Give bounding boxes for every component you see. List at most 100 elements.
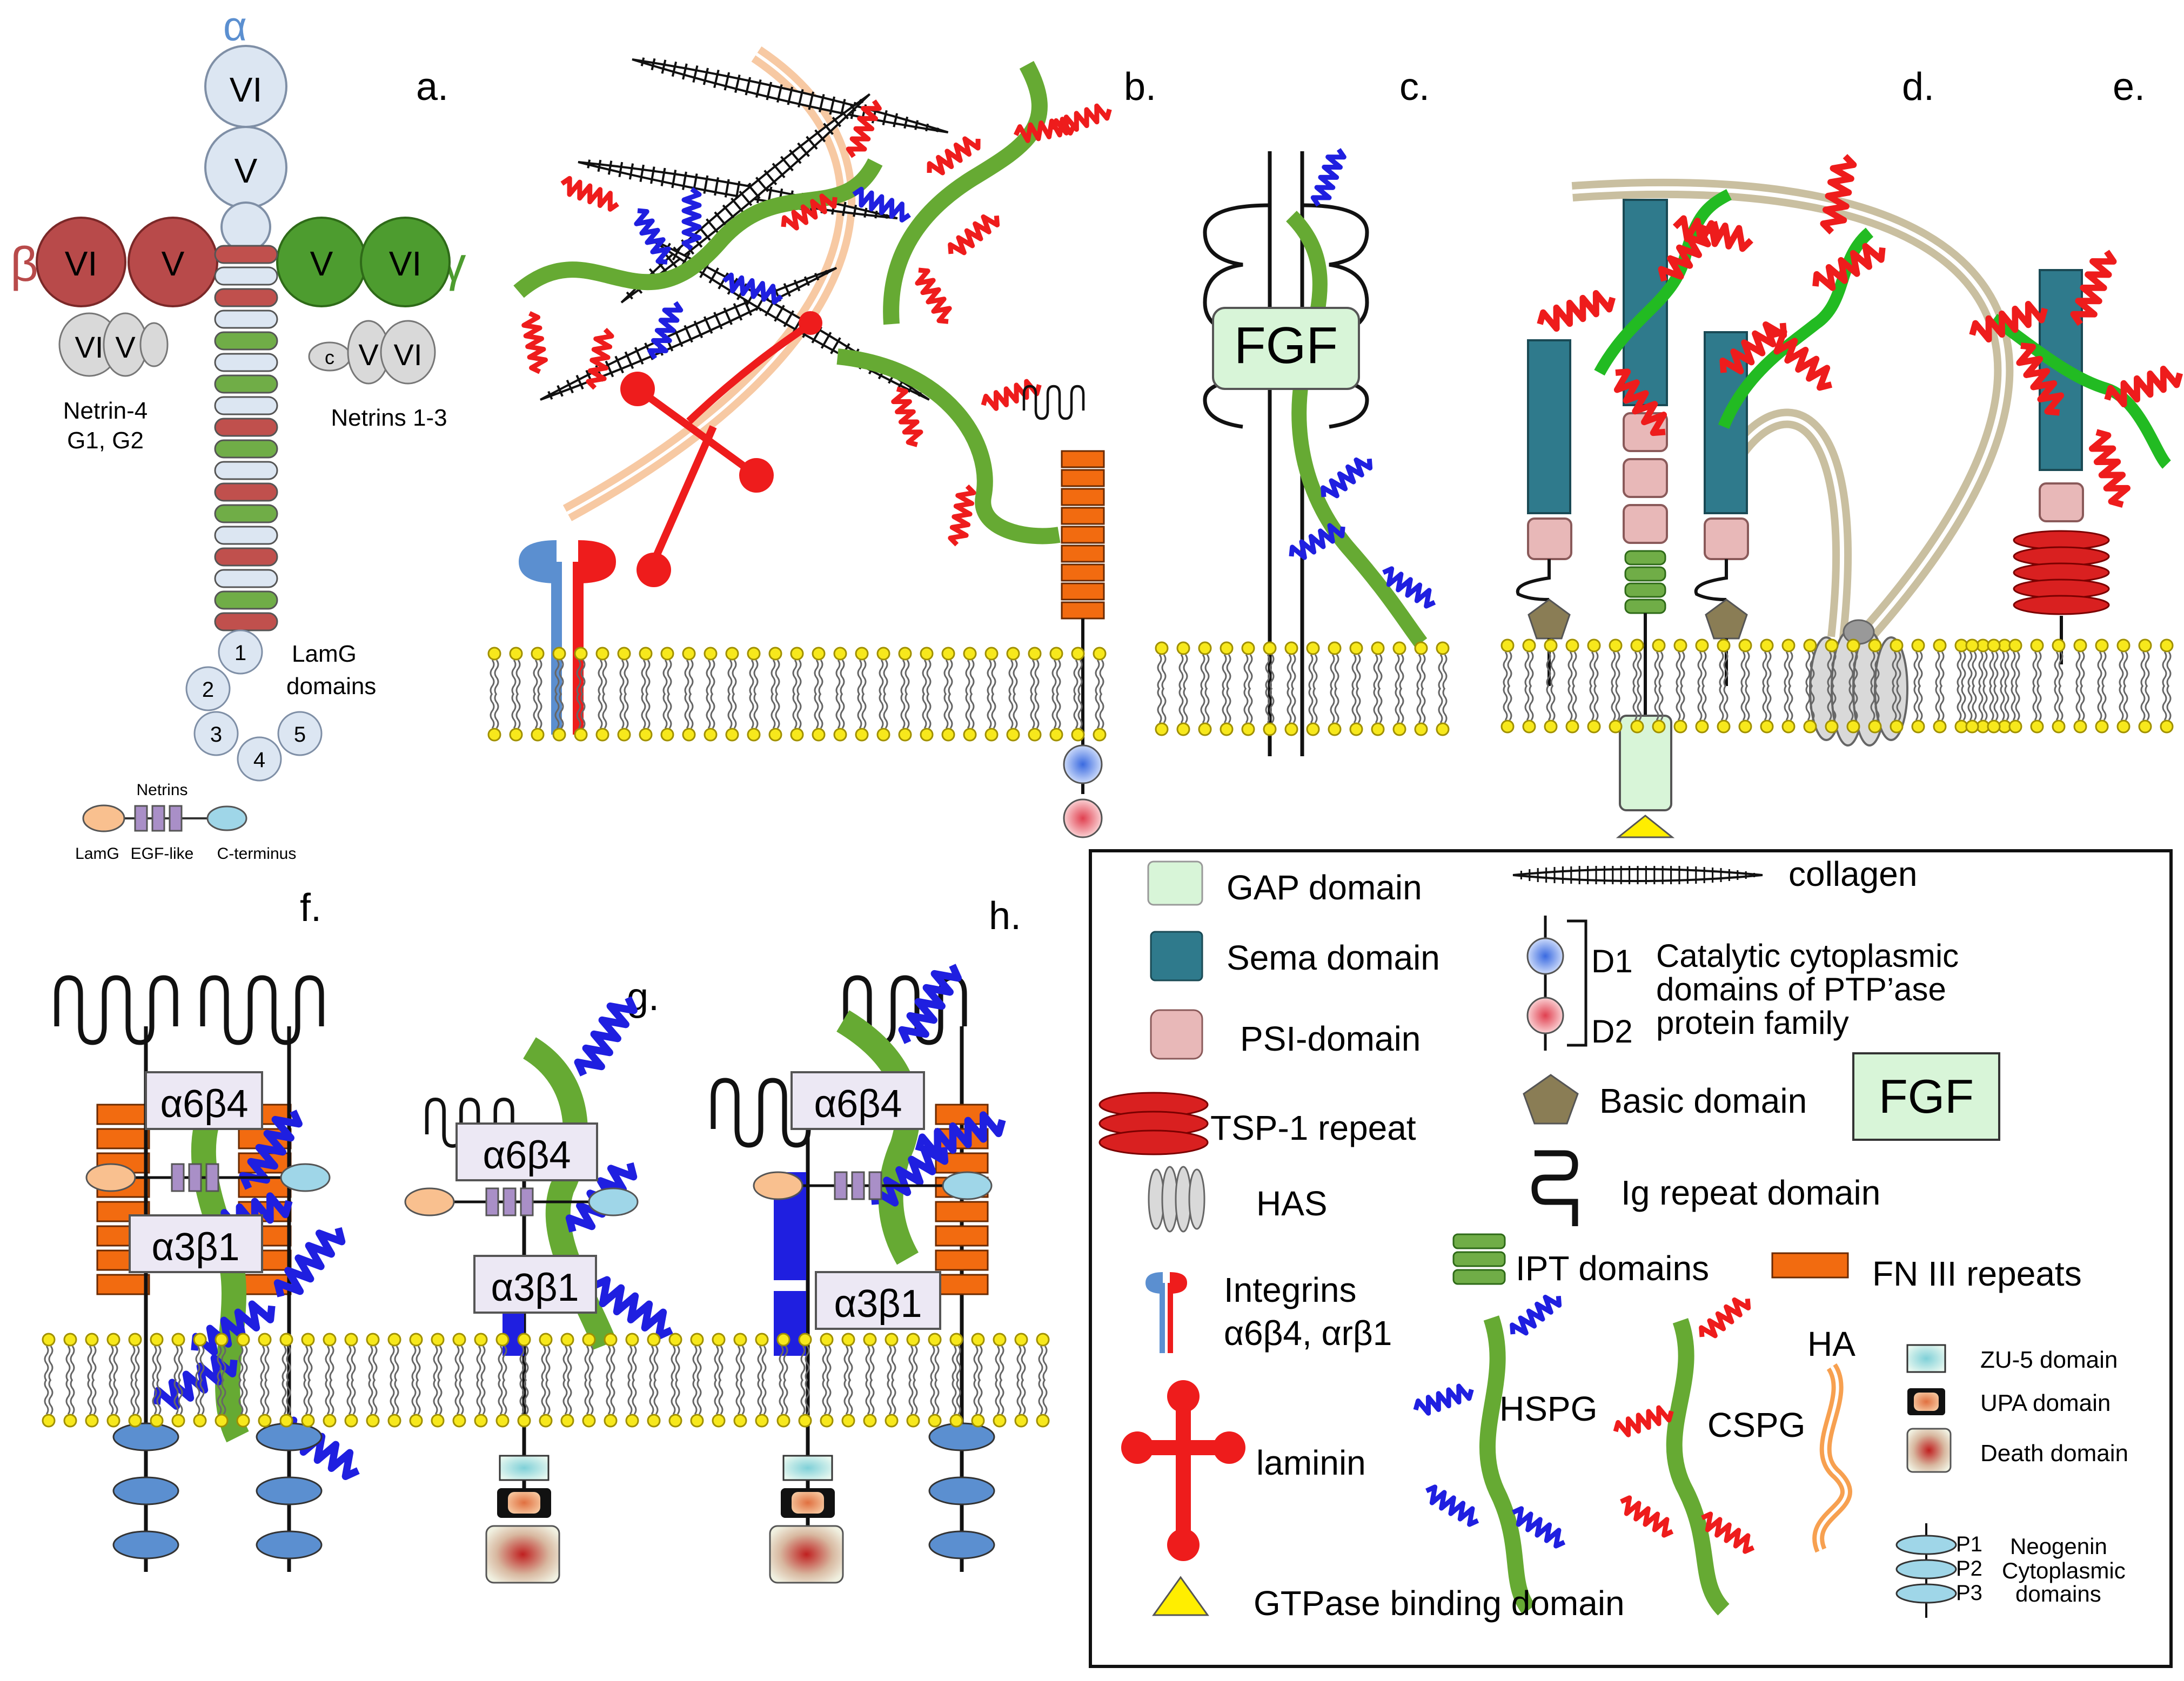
ptp-d1-domain <box>1063 744 1103 784</box>
ipt-domain-2 <box>1624 566 1666 582</box>
legend-fn3-swatch <box>1771 1252 1849 1279</box>
basic-domain-d1 <box>1528 599 1571 640</box>
legend-integrins-line2: α6β4, αrβ1 <box>1224 1314 1392 1353</box>
lamg-domain-4 <box>237 736 282 782</box>
f-a3b1-label: α3β1 <box>151 1226 239 1269</box>
psi-domain-d3 <box>1704 517 1749 560</box>
h-integrin-cyto-2 <box>774 1291 806 1356</box>
netrin4-vi-label: VI <box>75 330 104 364</box>
legend-neogenin-line2: Cytoplasmic <box>2002 1558 2126 1583</box>
panel-f: f. α6β4 α3β1 <box>57 886 364 1572</box>
legend-laminin-swatch <box>1121 1380 1245 1561</box>
beta-vi-domain <box>36 217 126 307</box>
g-a6b4-label: α6β4 <box>483 1134 571 1177</box>
panel-d-label: d. <box>1902 65 1934 109</box>
legend-sema-label: Sema domain <box>1227 938 1440 977</box>
legend-hspg-core <box>1479 1315 1536 1615</box>
legend-box: GAP domain collagen Sema domain D1 D2 Ca… <box>1089 849 2173 1668</box>
gamma-vi-domain <box>360 217 451 307</box>
g-a3b1-label: α3β1 <box>491 1266 579 1309</box>
lamg-1-label: 1 <box>235 641 246 665</box>
psi-domain-d2b <box>1623 458 1668 498</box>
h-a3b1-box <box>815 1271 941 1330</box>
alpha-le-domain <box>220 201 271 252</box>
panel-g: g. α6β4 α3β1 <box>404 976 677 1584</box>
legend-integrin-swatch <box>1145 1272 1187 1353</box>
netrin4-v-label: V <box>115 330 136 364</box>
mini-egf-shape-1 <box>134 805 148 832</box>
panel-h-label: h. <box>989 895 1021 938</box>
legend-has-label: HAS <box>1256 1184 1328 1223</box>
h-a6b4-label: α6β4 <box>814 1082 902 1126</box>
f-ig-loops-right <box>203 978 321 1043</box>
alpha-chain-label: α <box>223 4 247 50</box>
panel-f-label: f. <box>300 886 321 930</box>
legend-gtpase-label: GTPase binding domain <box>1254 1584 1625 1623</box>
mini-egf-shape-2 <box>151 805 165 832</box>
lamg-title-1: LamG <box>292 641 357 667</box>
netrin4-g-label: G1, G2 <box>67 427 144 454</box>
legend-p1-swatch <box>1895 1535 1957 1555</box>
legend-p1-label: P1 <box>1956 1532 1982 1556</box>
beta-v-label: V <box>162 244 185 283</box>
g-zu5-domain <box>499 1455 550 1481</box>
legend-d1-label: D1 <box>1591 943 1633 979</box>
legend-fgf-swatch <box>1852 1052 2000 1141</box>
membrane-e <box>1965 638 2174 734</box>
psi-domain-d2c <box>1623 504 1668 544</box>
f-a6b4-label: α6β4 <box>160 1082 248 1126</box>
mini-cterm-label: C-terminus <box>217 845 297 863</box>
fgf-molecule <box>1212 307 1360 390</box>
lamg-4-label: 4 <box>253 748 265 772</box>
psi-domain-e <box>2039 482 2084 522</box>
legend-ha-label: HA <box>1807 1324 1855 1363</box>
proteoglycan-core-2 <box>883 60 1048 325</box>
alpha-vi-label: VI <box>230 70 262 109</box>
gtpase-binding-d <box>1616 815 1675 838</box>
g-a6b4-box <box>455 1122 598 1181</box>
fgf-label: FGF <box>1234 317 1338 374</box>
h-hspg-core <box>836 1010 920 1265</box>
legend-d1-swatch <box>1526 937 1564 975</box>
gap-domain-d <box>1619 715 1672 811</box>
legend-p3-swatch <box>1895 1583 1957 1604</box>
lamg-3-label: 3 <box>210 723 222 747</box>
netrin13-vi-label: VI <box>394 338 423 372</box>
ptp-fn3-stack <box>1061 450 1105 620</box>
laminin-molecule <box>620 311 822 587</box>
mini-lamg-label: LamG <box>75 845 119 863</box>
legend-basic-label: Basic domain <box>1599 1081 1807 1120</box>
h-fn3-stack <box>935 1104 989 1295</box>
panel-b-label: b. <box>1124 65 1156 109</box>
legend-tsp-label: TSP-1 repeat <box>1210 1108 1416 1147</box>
f-neogenin-cyto <box>112 1422 323 1559</box>
mini-egf-shape-3 <box>169 805 183 832</box>
panel-e: e. <box>1965 65 2183 734</box>
legend-fn3-label: FN III repeats <box>1872 1254 2082 1293</box>
h-a6b4-box <box>790 1071 925 1130</box>
legend-tsp-swatch <box>1098 1092 1209 1155</box>
legend-ig-swatch <box>1531 1150 1578 1226</box>
legend-cspg-label: CSPG <box>1707 1406 1805 1444</box>
mini-egf-label: EGF-like <box>131 845 194 863</box>
sema-domain-d1 <box>1527 339 1571 514</box>
lamg-domain-3 <box>193 711 239 756</box>
ptp-d2-domain <box>1063 798 1103 838</box>
ipt-domain-3 <box>1624 582 1666 598</box>
legend-upa-label: UPA domain <box>1980 1390 2111 1416</box>
legend-ipt-swatch <box>1452 1233 1506 1285</box>
f-a6b4-box <box>145 1071 263 1130</box>
lamg-2-label: 2 <box>202 678 214 702</box>
netrin13-vi-domain <box>380 320 436 385</box>
netrin13-v-label: V <box>358 338 379 372</box>
membrane-d <box>1500 638 2012 734</box>
legend-gap-label: GAP domain <box>1227 868 1422 907</box>
beta-vi-label: VI <box>65 244 97 283</box>
legend-p2-label: P2 <box>1956 1557 1982 1581</box>
beta-v-domain <box>128 217 218 307</box>
legend-integrins-line1: Integrins <box>1224 1270 1356 1309</box>
lamg-domain-5 <box>277 711 323 756</box>
legend-zu5-swatch <box>1906 1344 1946 1373</box>
legend-ipt-label: IPT domains <box>1516 1249 1709 1288</box>
mini-lamg-shape <box>82 804 125 832</box>
